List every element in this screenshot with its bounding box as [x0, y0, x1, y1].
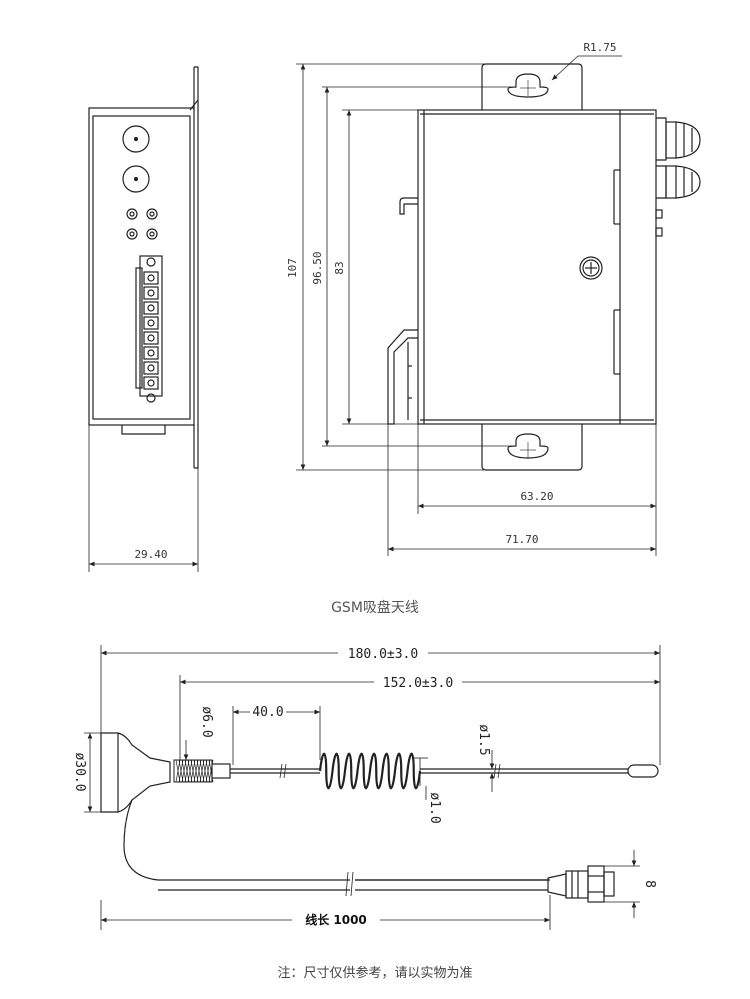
terminal-slot	[143, 271, 159, 285]
dim-depth-group	[387, 424, 657, 556]
terminal-slot	[143, 361, 159, 375]
dim-label-152: 152.0±3.0	[383, 676, 453, 691]
side-view	[387, 63, 701, 471]
dim-label-63-20: 63.20	[520, 490, 553, 503]
terminal-slot	[143, 346, 159, 360]
terminal-slot	[143, 331, 159, 345]
antenna-dims	[84, 645, 661, 930]
dim-label-radius: R1.75	[583, 41, 616, 54]
antenna-drawing	[100, 732, 659, 903]
dim-label-96-50: 96.50	[311, 251, 324, 284]
dim-label-dia-1-0: ø1.0	[427, 792, 442, 823]
dim-vertical-group	[296, 63, 512, 471]
dim-label-width: 29.40	[134, 548, 167, 561]
terminal-screw	[147, 319, 155, 327]
terminal-slot	[143, 376, 159, 390]
dim-label-180: 180.0±3.0	[348, 647, 418, 662]
terminal-slot	[143, 316, 159, 330]
terminal-screw	[147, 379, 155, 387]
front-view	[88, 66, 199, 469]
dim-label-40: 40.0	[252, 705, 283, 720]
terminal-screw	[147, 304, 155, 312]
dim-label-connector: 8	[642, 880, 657, 888]
terminal-screw	[147, 289, 155, 297]
antenna-title: GSM吸盘天线	[331, 600, 419, 616]
footnote: 注：尺寸仅供参考，请以实物为准	[277, 966, 473, 981]
terminal-screw	[147, 349, 155, 357]
dim-label-dia-30: ø30.0	[72, 752, 87, 791]
dim-label-dia-1-5: ø1.5	[476, 724, 491, 755]
radius-leader	[551, 55, 622, 81]
dim-label-83: 83	[333, 261, 346, 274]
terminal-screw	[147, 274, 155, 282]
cable-length-label: 线长 1000	[305, 912, 367, 927]
terminal-slot	[143, 286, 159, 300]
terminal-screw	[147, 364, 155, 372]
terminal-slot	[143, 301, 159, 315]
terminal-screw	[147, 334, 155, 342]
dim-label-dia-6: ø6.0	[199, 706, 214, 737]
dim-label-107: 107	[286, 258, 299, 278]
dim-width-side	[88, 425, 199, 572]
dim-label-71-70: 71.70	[505, 533, 538, 546]
cable-guide	[99, 812, 345, 908]
